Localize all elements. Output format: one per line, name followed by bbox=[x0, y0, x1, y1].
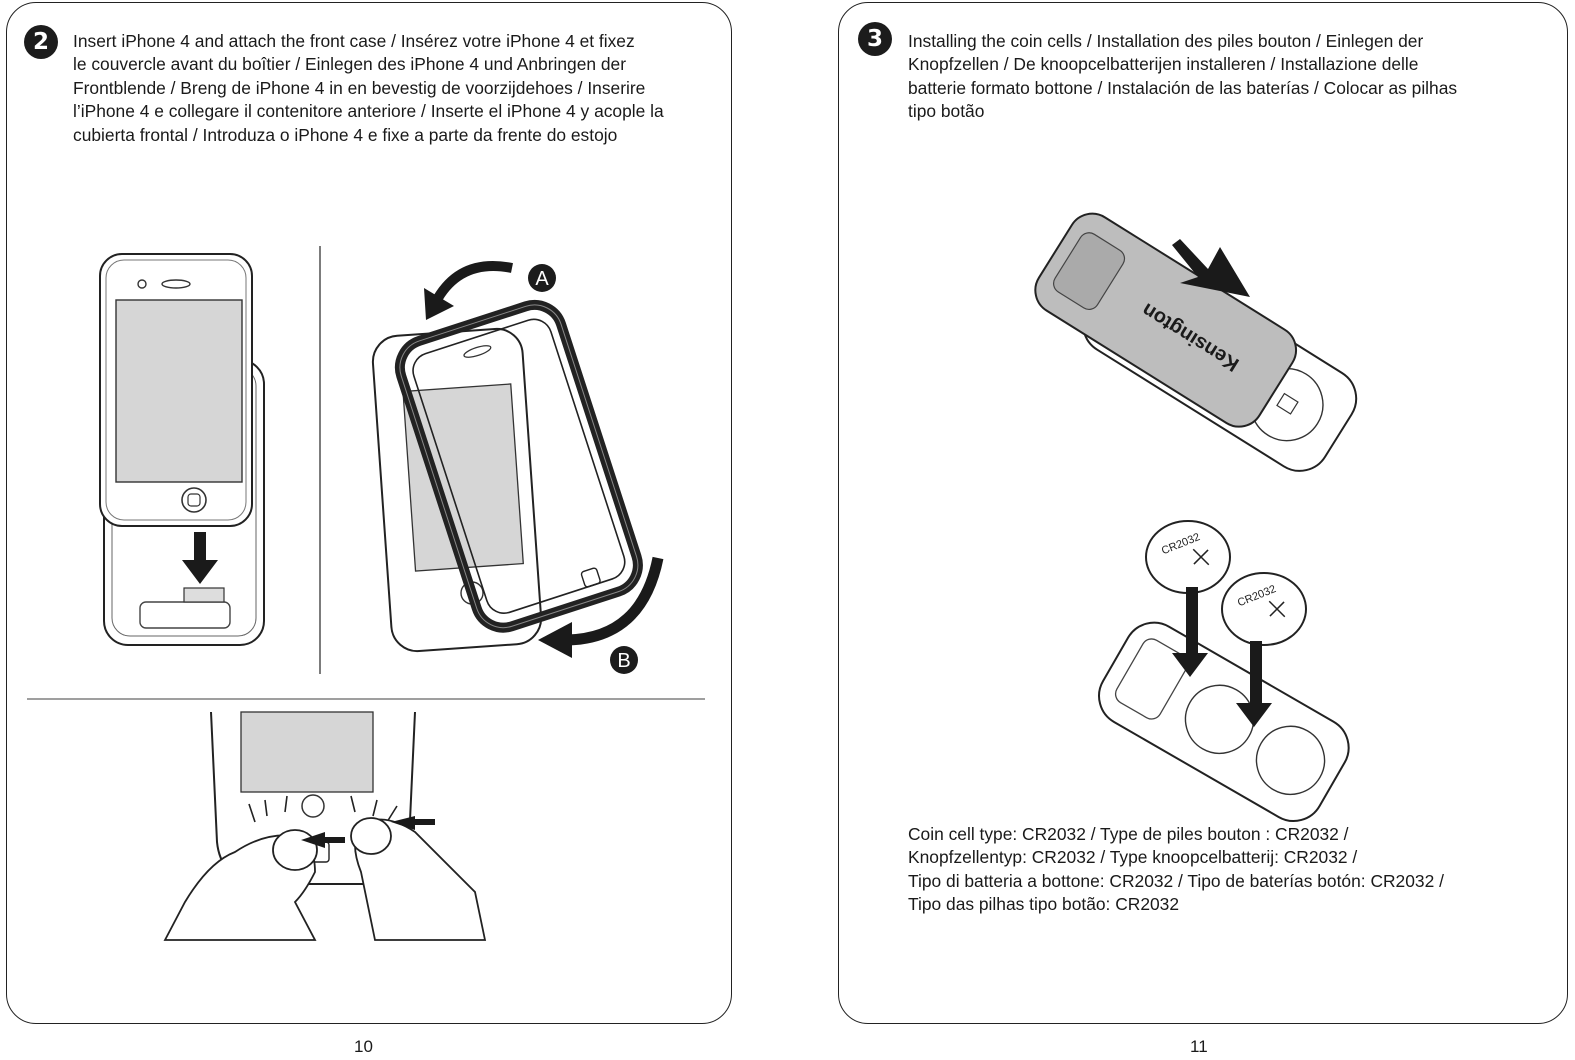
instruction-line: Knopfzellen / De knoopcelbatterijen inst… bbox=[908, 54, 1419, 75]
label-b-circle bbox=[610, 646, 638, 674]
step-2-badge: 2 bbox=[24, 25, 58, 59]
coin-cell-type-text: Coin cell type: CR2032 / Type de piles b… bbox=[908, 823, 1444, 917]
instruction-line: l’iPhone 4 e collegare il contenitore an… bbox=[73, 101, 664, 122]
insert-coin-cells-illustration: CR2032 CR2032 bbox=[1098, 520, 1350, 822]
page-number-left: 10 bbox=[354, 1037, 373, 1056]
step-3-instructions: Installing the coin cells / Installation… bbox=[908, 30, 1457, 124]
label-a-circle bbox=[528, 264, 556, 292]
instruction-line: tipo botão bbox=[908, 101, 985, 122]
instruction-line: batterie formato bottone / Instalación d… bbox=[908, 77, 1458, 98]
step-2-instructions: Insert iPhone 4 and attach the front cas… bbox=[73, 30, 664, 147]
remove-cover-illustration: Kensington bbox=[1034, 212, 1358, 472]
coin-cell-line: Knopfzellentyp: CR2032 / Type knoopcelba… bbox=[908, 847, 1358, 868]
step-3-number: 3 bbox=[866, 26, 883, 52]
instruction-line: Installing the coin cells / Installation… bbox=[908, 31, 1424, 51]
label-a: A bbox=[535, 268, 549, 290]
coin-cell-line: Coin cell type: CR2032 / Type de piles b… bbox=[908, 824, 1349, 844]
horizontal-divider bbox=[27, 698, 705, 700]
coin-cell-line: Tipo di batteria a bottone: CR2032 / Tip… bbox=[908, 870, 1444, 891]
instruction-line: Frontblende / Breng de iPhone 4 in en be… bbox=[73, 77, 646, 98]
right-page-panel bbox=[838, 2, 1568, 1024]
vertical-divider bbox=[319, 246, 321, 674]
attach-front-case-illustration: A B bbox=[371, 261, 664, 674]
page-number-right: 11 bbox=[1190, 1037, 1208, 1056]
step-2-number: 2 bbox=[32, 29, 49, 55]
label-b: B bbox=[617, 650, 630, 672]
instruction-line: Insert iPhone 4 and attach the front cas… bbox=[73, 31, 635, 51]
hands-squeeze-illustration bbox=[163, 711, 487, 941]
insert-iphone-illustration bbox=[99, 253, 265, 646]
instruction-line: cubierta frontal / Introduza o iPhone 4 … bbox=[73, 124, 618, 145]
instruction-line: le couvercle avant du boîtier / Einlegen… bbox=[73, 54, 627, 75]
coin-cell-line: Tipo das pilhas tipo botão: CR2032 bbox=[908, 894, 1180, 915]
step-3-badge: 3 bbox=[858, 22, 892, 56]
